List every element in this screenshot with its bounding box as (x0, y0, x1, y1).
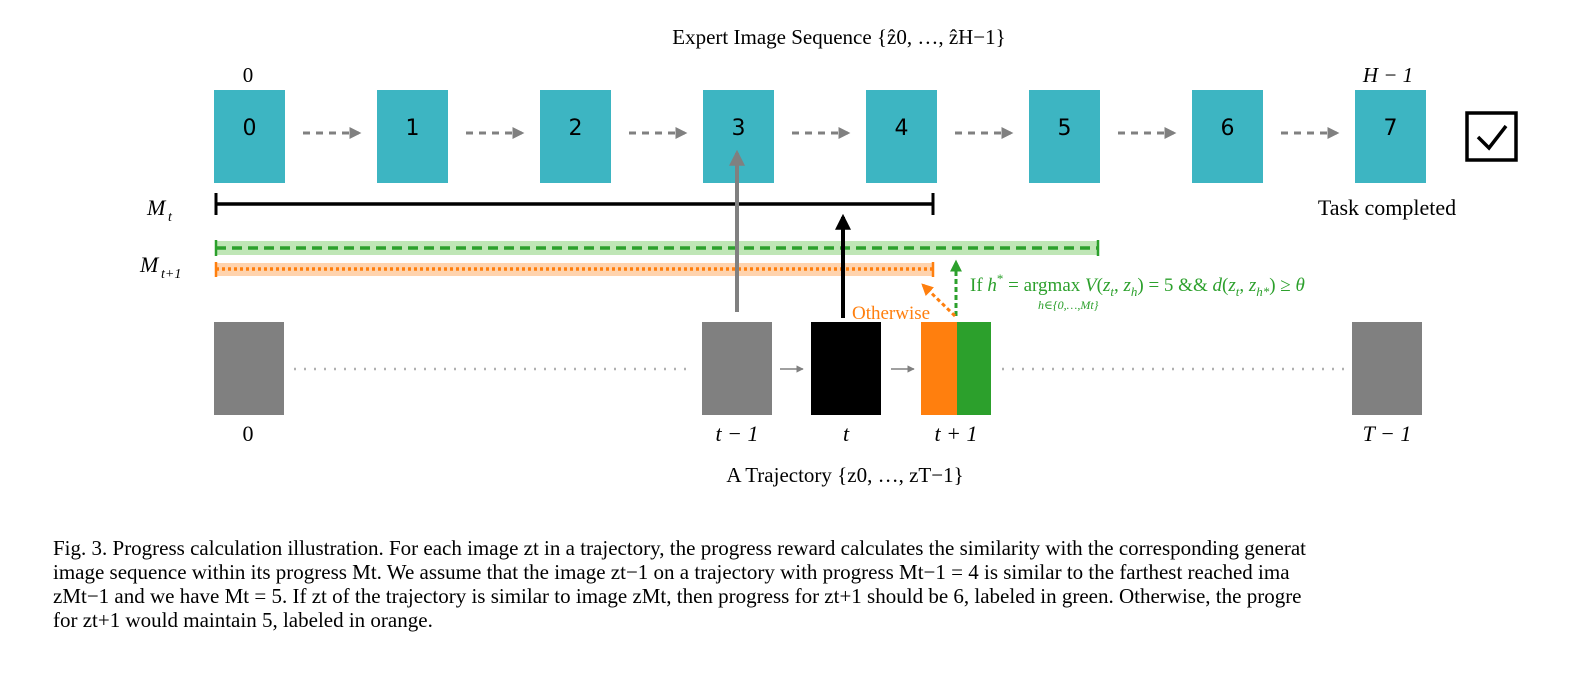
expert-frame-7: 7 (1355, 90, 1426, 183)
caption-line-2: image sequence within its progress Mt. W… (53, 560, 1290, 584)
expert-start-index: 0 (243, 63, 254, 87)
trajectory-label-T-minus-1: T − 1 (1363, 421, 1412, 446)
orange-otherwise-arrow (921, 283, 957, 318)
expert-frame-5: 5 (1029, 90, 1100, 183)
svg-text:t+1: t+1 (161, 267, 181, 282)
svg-text:If h* = argmax V(zt, zh) = 5 &: If h* = argmax V(zt, zh) = 5 && d(zt, zh… (970, 271, 1305, 299)
progress-next-label: M t+1 (139, 252, 181, 282)
expert-frame-0: 0 (214, 90, 285, 183)
expert-frame-label: 3 (732, 116, 746, 141)
progress-current-bar (214, 193, 935, 215)
figure-caption: Fig. 3. Progress calculation illustratio… (53, 536, 1569, 632)
diagram-canvas: Expert Image Sequence {ẑ0, …, ẑH−1} 0 H … (139, 25, 1518, 487)
expert-frame-4: 4 (866, 90, 937, 183)
condition-subscript: h∈{0,…,Mt} (1038, 298, 1099, 312)
task-completed-label: Task completed (1318, 195, 1456, 220)
otherwise-label: Otherwise (852, 303, 930, 324)
expert-frame-label: 0 (243, 116, 257, 141)
svg-text:M: M (139, 252, 160, 277)
trajectory-label-t-plus-1: t + 1 (935, 421, 978, 446)
trajectory-label-t-minus-1: t − 1 (716, 421, 759, 446)
trajectory-frame-0 (214, 322, 284, 415)
expert-frame-label: 7 (1384, 116, 1398, 141)
svg-text:t: t (168, 210, 173, 225)
trajectory-frame-T-minus-1 (1352, 322, 1422, 415)
trajectory-title: A Trajectory {z0, …, zT−1} (726, 463, 963, 487)
trajectory-frame-t-plus-1 (921, 322, 991, 415)
caption-line-3: zMt−1 and we have Mt = 5. If zt of the t… (53, 584, 1302, 608)
condition-formula: If h* = argmax V(zt, zh) = 5 && d(zt, zh… (970, 271, 1305, 312)
progress-next-green-bar (214, 240, 1100, 256)
progress-next-orange-bar (214, 262, 935, 277)
expert-frame-label: 5 (1058, 116, 1072, 141)
expert-frame-row: 0 1 2 3 4 5 6 7 (214, 90, 1426, 183)
expert-frame-label: 1 (406, 116, 420, 141)
svg-text:M: M (146, 195, 167, 220)
expert-end-index: H − 1 (1362, 63, 1413, 87)
expert-frame-label: 4 (895, 116, 909, 141)
expert-frame-1: 1 (377, 90, 448, 183)
trajectory-frame-t (811, 322, 881, 415)
expert-frame-label: 6 (1221, 116, 1235, 141)
caption-line-4: for zt+1 would maintain 5, labeled in or… (53, 608, 433, 632)
checkbox-checked-icon (1465, 111, 1518, 162)
progress-current-label: M t (146, 195, 173, 225)
trajectory-frame-t-minus-1 (702, 322, 772, 415)
expert-frame-label: 2 (569, 116, 583, 141)
expert-sequence-title: Expert Image Sequence {ẑ0, …, ẑH−1} (672, 25, 1005, 49)
expert-frame-2: 2 (540, 90, 611, 183)
caption-line-1: Fig. 3. Progress calculation illustratio… (53, 536, 1306, 560)
trajectory-label-t: t (843, 421, 850, 446)
trajectory-label-0: 0 (243, 421, 254, 446)
expert-frame-6: 6 (1192, 90, 1263, 183)
